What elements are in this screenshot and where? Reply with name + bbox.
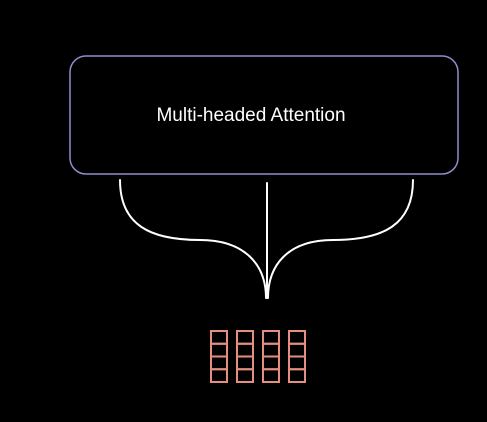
- vector-cell: [210, 355, 228, 371]
- vector-cell: [262, 330, 280, 345]
- vector-4: [288, 330, 306, 383]
- attention-block: Multi-headed Attention: [69, 55, 459, 175]
- vector-cell: [288, 342, 306, 358]
- vector-cell: [236, 368, 254, 383]
- brace-connector: [119, 179, 414, 299]
- vector-1: [210, 330, 228, 383]
- vector-cell: [262, 355, 280, 371]
- vector-3: [262, 330, 280, 383]
- vector-cell: [236, 355, 254, 371]
- vector-cell: [236, 330, 254, 345]
- vector-cell: [210, 330, 228, 345]
- brace-right-curve: [267, 179, 414, 299]
- vector-2: [236, 330, 254, 383]
- vector-cell: [262, 368, 280, 383]
- brace-left-curve: [119, 179, 267, 299]
- vector-cell: [288, 330, 306, 345]
- attention-block-label: Multi-headed Attention: [156, 105, 345, 126]
- vector-cell: [288, 355, 306, 371]
- vector-cell: [262, 342, 280, 358]
- vector-cell: [210, 368, 228, 383]
- vector-cell: [288, 368, 306, 383]
- vector-cell: [236, 342, 254, 358]
- embedding-vectors: [210, 330, 306, 383]
- attention-block-box: [69, 55, 459, 175]
- vector-cell: [210, 342, 228, 358]
